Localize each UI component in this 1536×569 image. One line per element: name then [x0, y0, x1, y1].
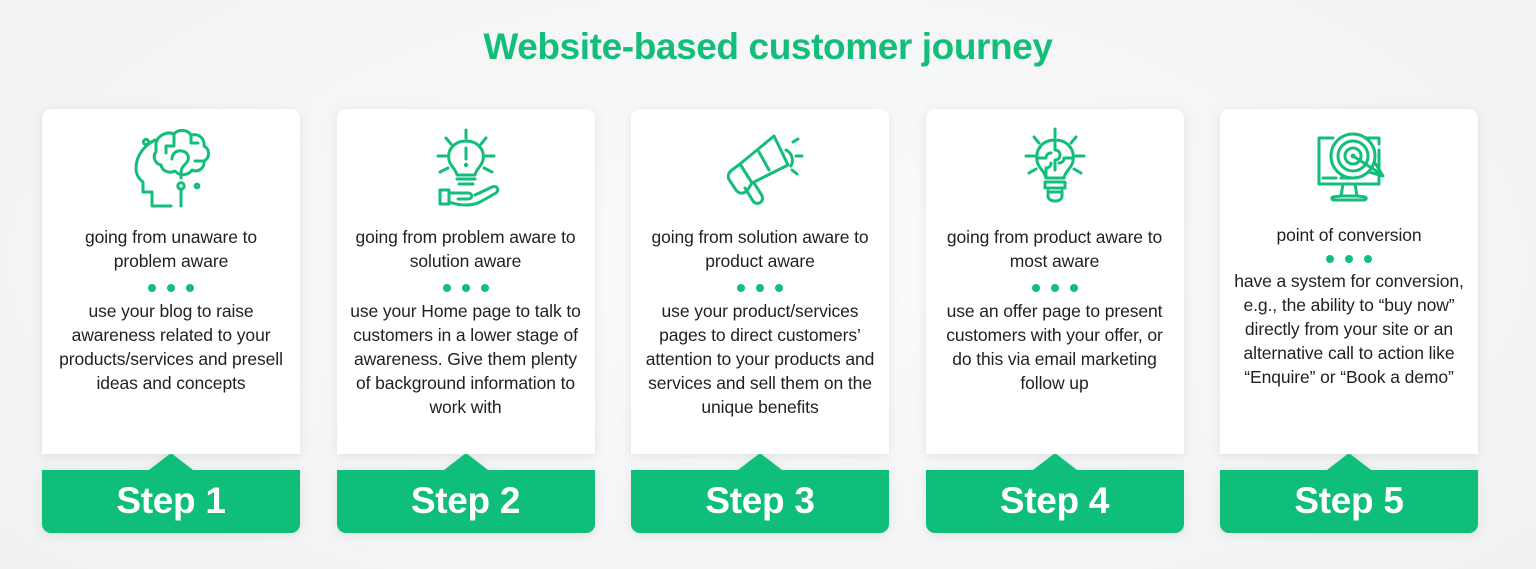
- step-label: Step 4: [999, 479, 1110, 521]
- dot-separator: [737, 284, 783, 292]
- separator-dot: [480, 284, 489, 292]
- monitor-target-arrow-icon: [1303, 123, 1395, 215]
- step-footer: Step 5: [1220, 453, 1478, 533]
- separator-dot: [1050, 284, 1059, 292]
- dot-separator: [1326, 255, 1372, 263]
- separator-dot: [775, 284, 783, 292]
- megaphone-icon: [714, 123, 806, 215]
- journey-card-step-1: going from unaware to problem aware use …: [42, 109, 300, 533]
- card-lede: going from problem aware to solution awa…: [355, 227, 576, 271]
- journey-card-step-2: going from problem aware to solution awa…: [336, 109, 595, 533]
- step-notch-icon: [1032, 453, 1077, 470]
- step-label: Step 3: [705, 479, 815, 521]
- card-body: point of conversion have a system for co…: [1220, 109, 1478, 454]
- card-body: going from problem aware to solution awa…: [336, 109, 595, 454]
- lightbulb-idea-hand-icon: [420, 123, 512, 215]
- step-footer: Step 2: [336, 453, 595, 533]
- head-brain-question-icon: [125, 123, 217, 215]
- step-plate: [336, 470, 595, 533]
- separator-dot: [1069, 284, 1078, 292]
- separator-dot: [442, 284, 451, 292]
- separator-dot: [167, 284, 175, 292]
- step-notch-icon: [738, 453, 782, 470]
- step-label: Step 1: [116, 479, 226, 521]
- card-lede: going from solution aware to product awa…: [651, 227, 869, 271]
- card-detail: use an offer page to present customers w…: [946, 301, 1163, 393]
- journey-card-step-3: going from solution aware to product awa…: [631, 109, 889, 533]
- separator-dot: [756, 284, 764, 292]
- step-plate: [1220, 470, 1478, 533]
- card-detail: use your blog to raise awareness related…: [59, 301, 283, 393]
- card-lede: going from product aware to most aware: [946, 227, 1163, 271]
- puzzle-lightbulb-icon: [1009, 123, 1101, 215]
- card-lede: point of conversion: [1276, 225, 1422, 245]
- card-detail: have a system for conversion, e.g., the …: [1234, 271, 1464, 387]
- step-footer: Step 1: [42, 453, 300, 533]
- journey-card-step-5: point of conversion have a system for co…: [1220, 109, 1478, 533]
- separator-dot: [1364, 255, 1372, 263]
- card-lede: going from unaware to problem aware: [84, 227, 258, 271]
- separator-dot: [186, 284, 194, 292]
- separator-dot: [1326, 255, 1334, 263]
- separator-dot: [148, 284, 156, 292]
- journey-steps-row: going from unaware to problem aware use …: [42, 109, 1478, 533]
- step-plate: [42, 470, 300, 533]
- dot-separator: [148, 284, 194, 292]
- page-title: Website-based customer journey: [483, 26, 1053, 67]
- separator-dot: [1031, 284, 1040, 292]
- card-body: going from solution aware to product awa…: [631, 109, 889, 454]
- step-notch-icon: [443, 453, 488, 470]
- separator-dot: [737, 284, 745, 292]
- step-label: Step 2: [410, 479, 521, 521]
- step-notch-icon: [149, 453, 193, 470]
- step-plate: [925, 470, 1184, 533]
- dot-separator: [442, 284, 489, 292]
- card-body: going from product aware to most aware u…: [925, 109, 1184, 454]
- card-detail: use your product/services pages to direc…: [645, 301, 875, 417]
- step-plate: [631, 470, 889, 533]
- step-label: Step 5: [1294, 479, 1404, 521]
- journey-card-step-4: going from product aware to most aware u…: [925, 109, 1184, 533]
- separator-dot: [1345, 255, 1353, 263]
- card-detail: use your Home page to talk to customers …: [350, 301, 581, 417]
- step-footer: Step 4: [925, 453, 1184, 533]
- dot-separator: [1031, 284, 1078, 292]
- separator-dot: [461, 284, 470, 292]
- card-body: going from unaware to problem aware use …: [42, 109, 300, 454]
- step-footer: Step 3: [631, 453, 889, 533]
- step-notch-icon: [1327, 453, 1371, 470]
